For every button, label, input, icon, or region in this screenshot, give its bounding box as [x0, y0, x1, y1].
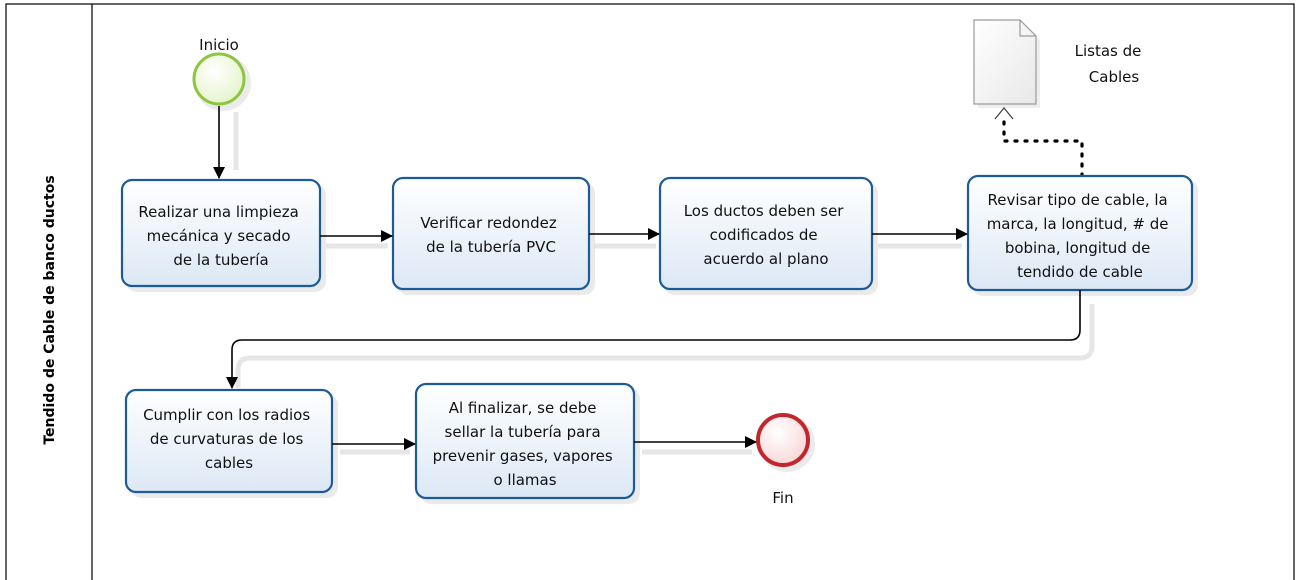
task-text-line: mecánica y secado — [147, 227, 291, 245]
svg-text:Cumplir con los radios d: Cumplir con los radios de curvaturas de … — [143, 406, 315, 472]
task-text-line: prevenir gases, vapores — [433, 447, 613, 465]
task-text-line: codificados de — [710, 226, 818, 244]
task-sellar-tuberia: Al finalizar, se debe sellar la tubería … — [414, 382, 640, 504]
document-icon — [973, 19, 1037, 105]
svg-text:Verificar redondez de la: Verificar redondez de la tubería PVC — [420, 214, 561, 256]
task-cumplir-radios: Cumplir con los radios de curvaturas de … — [124, 388, 338, 498]
task-text-line: Verificar redondez — [420, 214, 557, 232]
data-object — [973, 19, 1040, 120]
svg-text:Los ductos deben ser cod: Los ductos deben ser codificados de acue… — [684, 202, 849, 268]
data-input-chevron-icon — [994, 106, 1014, 120]
data-object-label-line1: Listas de — [1075, 42, 1142, 60]
svg-text:Al finalizar, se debe se: Al finalizar, se debe sellar la tubería … — [433, 399, 618, 489]
task-text-line: Realizar una limpieza — [138, 203, 298, 221]
ghost-line — [235, 304, 1095, 388]
task-text-line: Al finalizar, se debe — [449, 399, 597, 417]
start-event — [192, 52, 246, 106]
end-event-label: Fin — [772, 489, 793, 507]
data-object-label-line2: Cables — [1089, 68, 1140, 86]
task-revisar-cable: Revisar tipo de cable, la marca, la long… — [966, 174, 1198, 296]
task-text-line: o llamas — [493, 471, 556, 489]
task-text-line: de curvaturas de los — [150, 430, 304, 448]
svg-text:Realizar una limpieza me: Realizar una limpieza mecánica y secado … — [138, 203, 303, 269]
flow-revisar-to-cumplir — [226, 290, 1081, 389]
task-text-line: tendido de cable — [1017, 263, 1143, 281]
lane-label: Tendido de Cable de banco ductos — [42, 175, 58, 444]
task-codificar-ductos: Los ductos deben ser codificados de acue… — [658, 176, 878, 295]
task-text-line: Revisar tipo de cable, la — [987, 191, 1167, 209]
task-verificar-redondez: Verificar redondez de la tubería PVC — [391, 176, 595, 295]
task-limpieza: Realizar una limpieza mecánica y secado … — [120, 178, 326, 292]
task-text-line: de la tubería PVC — [426, 238, 556, 256]
end-event — [756, 413, 810, 467]
task-text-line: Cumplir con los radios — [143, 406, 310, 424]
task-text-line: acuerdo al plano — [703, 250, 828, 268]
pool-frame — [5, 3, 1295, 580]
task-text-line: Los ductos deben ser — [684, 202, 845, 220]
svg-text:Revisar tipo de cable, la: Revisar tipo de cable, la marca, la long… — [987, 191, 1174, 281]
task-text-line: bobina, longitud de — [1005, 239, 1151, 257]
data-association — [1002, 120, 1084, 178]
task-text-line: de la tubería — [173, 251, 268, 269]
start-event-label: Inicio — [199, 36, 239, 54]
task-text-line: sellar la tubería para — [445, 423, 601, 441]
task-text-line: cables — [205, 454, 253, 472]
task-text-line: marca, la longitud, # de — [987, 215, 1169, 233]
